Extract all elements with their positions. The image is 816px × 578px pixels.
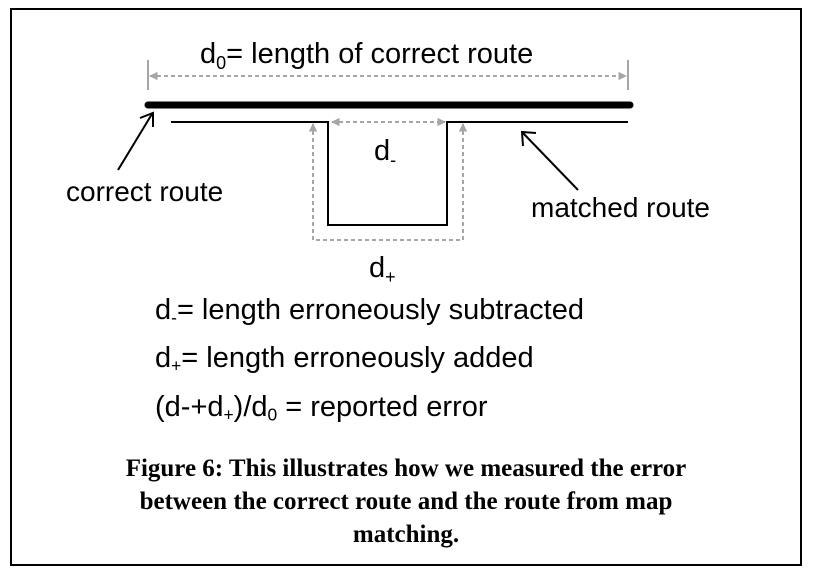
correct-route-label: correct route [66,176,223,207]
legend: d-= length erroneously subtracted d+= le… [155,290,584,435]
legend-line-dplus: d+= length erroneously added [155,342,534,376]
d0-dimension [147,60,629,90]
dplus-label: d+ [369,252,396,287]
matched-route-pointer [522,132,579,191]
matched-route-label: matched route [531,192,710,223]
matched-route-line [171,121,628,226]
caption-line-1: Figure 6: This illustrates how we measur… [125,455,687,482]
caption-line-2: between the correct route and the route … [139,488,673,515]
d0-label: d0= length of correct route [200,38,533,73]
figure-frame [10,8,802,566]
matched-route-pointer-head [520,130,537,147]
dminus-label: d- [374,135,396,170]
dplus-arrow [308,123,468,241]
caption-line-3: matching. [352,521,460,548]
figure-caption: Figure 6: This illustrates how we measur… [12,452,800,551]
legend-line-dminus: d-= length erroneously subtracted [155,294,584,328]
correct-route-pointer-head [139,111,154,127]
correct-route-pointer [117,113,153,171]
legend-line-error-formula: (d-+d+)/d0 = reported error [155,390,488,425]
